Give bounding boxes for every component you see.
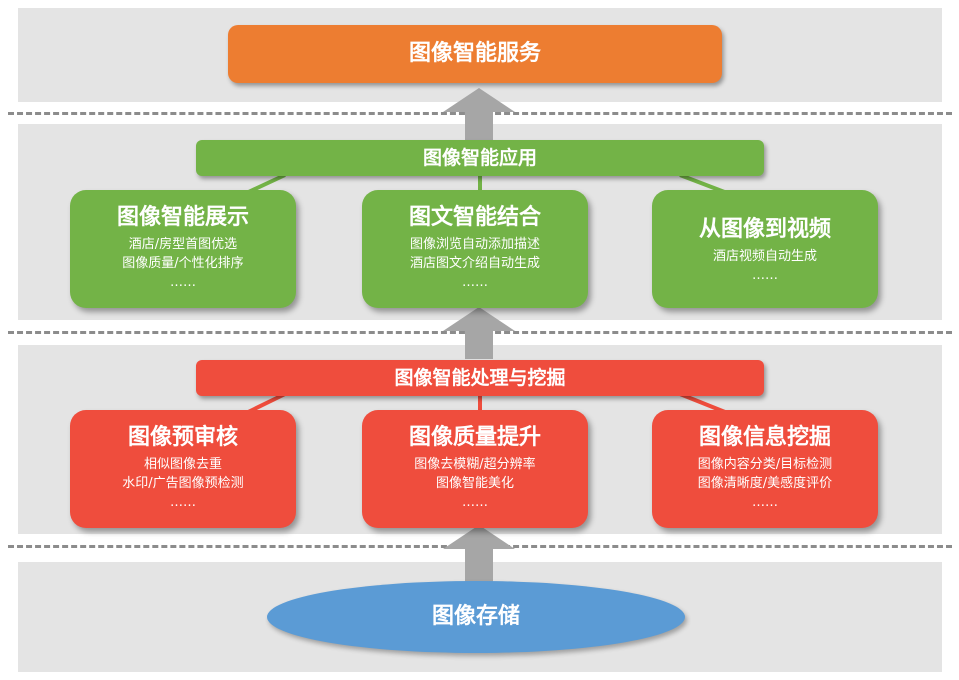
card-title: 图像预审核 — [127, 425, 238, 450]
card-line: 图像浏览自动添加描述 — [409, 237, 540, 252]
card-title: 从图像到视频 — [698, 217, 831, 242]
application-title: 图像智能应用 — [422, 147, 537, 169]
processing-card-quality: 图像质量提升 图像去模糊/超分辨率 图像智能美化 …… — [362, 410, 588, 528]
card-line: 酒店/房型首图优选 — [128, 237, 238, 252]
card-line: 酒店图文介绍自动生成 — [409, 256, 540, 271]
card-line: 相似图像去重 — [143, 457, 222, 472]
storage-ellipse: 图像存储 — [267, 581, 685, 653]
card-line: 图像去模糊/超分辨率 — [414, 457, 536, 472]
card-line: 酒店视频自动生成 — [712, 249, 817, 264]
up-arrow-icon — [443, 88, 515, 140]
card-line: 图像内容分类/目标检测 — [697, 457, 833, 472]
card-line: 图像智能美化 — [435, 476, 514, 491]
application-card-video: 从图像到视频 酒店视频自动生成 …… — [652, 190, 878, 308]
card-title: 图文智能结合 — [408, 205, 541, 230]
card-line: …… — [462, 275, 488, 290]
card-line: …… — [752, 495, 778, 510]
processing-header: 图像智能处理与挖掘 — [196, 360, 764, 396]
service-title: 图像智能服务 — [408, 41, 541, 66]
up-arrow-icon — [443, 525, 515, 583]
application-card-display: 图像智能展示 酒店/房型首图优选 图像质量/个性化排序 …… — [70, 190, 296, 308]
processing-card-mining: 图像信息挖掘 图像内容分类/目标检测 图像清晰度/美感度评价 …… — [652, 410, 878, 528]
card-title: 图像质量提升 — [408, 425, 541, 450]
card-line: 图像质量/个性化排序 — [122, 256, 244, 271]
card-line: …… — [752, 268, 778, 283]
card-line: …… — [462, 495, 488, 510]
processing-card-review: 图像预审核 相似图像去重 水印/广告图像预检测 …… — [70, 410, 296, 528]
application-card-image-text: 图文智能结合 图像浏览自动添加描述 酒店图文介绍自动生成 …… — [362, 190, 588, 308]
card-line: 水印/广告图像预检测 — [122, 476, 244, 491]
card-title: 图像智能展示 — [116, 205, 249, 230]
card-line: 图像清晰度/美感度评价 — [697, 476, 833, 491]
card-title: 图像信息挖掘 — [698, 425, 831, 450]
service-box: 图像智能服务 — [228, 25, 722, 83]
card-line: …… — [170, 275, 196, 290]
processing-title: 图像智能处理与挖掘 — [394, 367, 566, 389]
storage-title: 图像存储 — [431, 604, 520, 629]
application-header: 图像智能应用 — [196, 140, 764, 176]
up-arrow-icon — [443, 307, 515, 359]
card-line: …… — [170, 495, 196, 510]
